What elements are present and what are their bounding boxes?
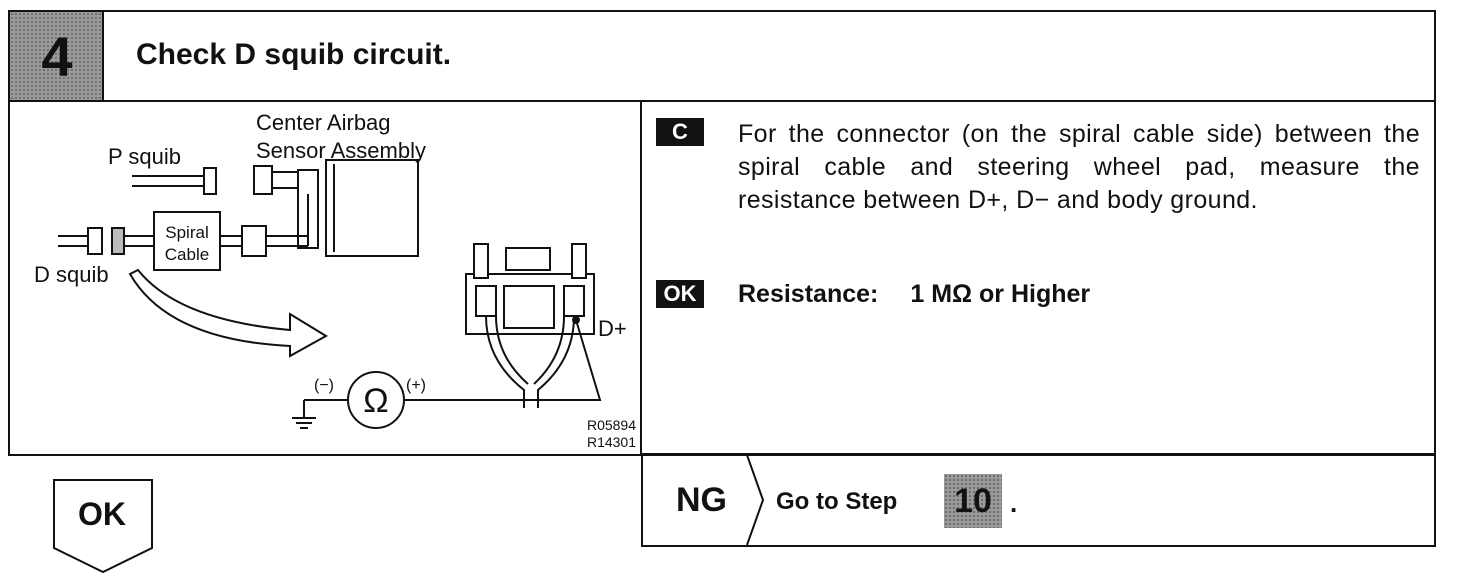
goto-period: . (1010, 488, 1018, 518)
spiral-cable-label-1: Spiral (165, 223, 208, 242)
goto-step-number[interactable]: 10 (944, 474, 1002, 528)
ng-chevron-icon (746, 454, 765, 546)
minus-terminal-label: (−) (314, 377, 334, 394)
center-airbag-sensor-icon (253, 159, 419, 257)
resistance-spec: Resistance: 1 MΩ or Higher (738, 280, 1090, 309)
resistance-value: 1 MΩ or Higher (910, 280, 1091, 308)
p-squib-label: P squib (108, 144, 181, 169)
ohm-symbol: Ω (363, 382, 388, 420)
center-airbag-label-2: Sensor Assembly (256, 138, 426, 163)
center-airbag-label-1: Center Airbag (256, 110, 391, 135)
spiral-cable-label-2: Cable (165, 245, 209, 264)
ng-branch-box (641, 453, 1436, 547)
ohmmeter-icon (292, 319, 602, 429)
step-number: 4 (41, 24, 73, 88)
curved-arrow-icon (128, 268, 328, 358)
ok-branch-label: OK (78, 496, 126, 532)
ok-down-arrow-icon (53, 479, 153, 574)
ng-label: NG (676, 481, 727, 519)
d-squib-connector-icon (58, 227, 154, 255)
step-number-box (10, 12, 104, 100)
d-squib-label: D squib (34, 262, 109, 287)
p-squib-connector-icon (132, 167, 217, 195)
wiring-diagram: Center Airbag Sensor Assembly P squib D … (8, 100, 642, 456)
spiral-cable-icon (153, 194, 309, 271)
step-title: Check D squib circuit. (136, 38, 452, 71)
resistance-label: Resistance: (738, 280, 879, 308)
goto-step-text: Go to Step (776, 488, 898, 515)
instruction-text: For the connector (on the spiral cable s… (738, 120, 1420, 214)
ok-badge: OK (656, 280, 704, 308)
figure-code-1: R05894 (587, 417, 636, 433)
condition-badge: C (656, 118, 704, 146)
step-header (8, 10, 1436, 102)
plus-terminal-label: (+) (406, 377, 426, 394)
d-plus-label: D+ (598, 316, 627, 341)
connector-detail-icon (465, 243, 595, 408)
figure-code-2: R14301 (587, 434, 636, 450)
